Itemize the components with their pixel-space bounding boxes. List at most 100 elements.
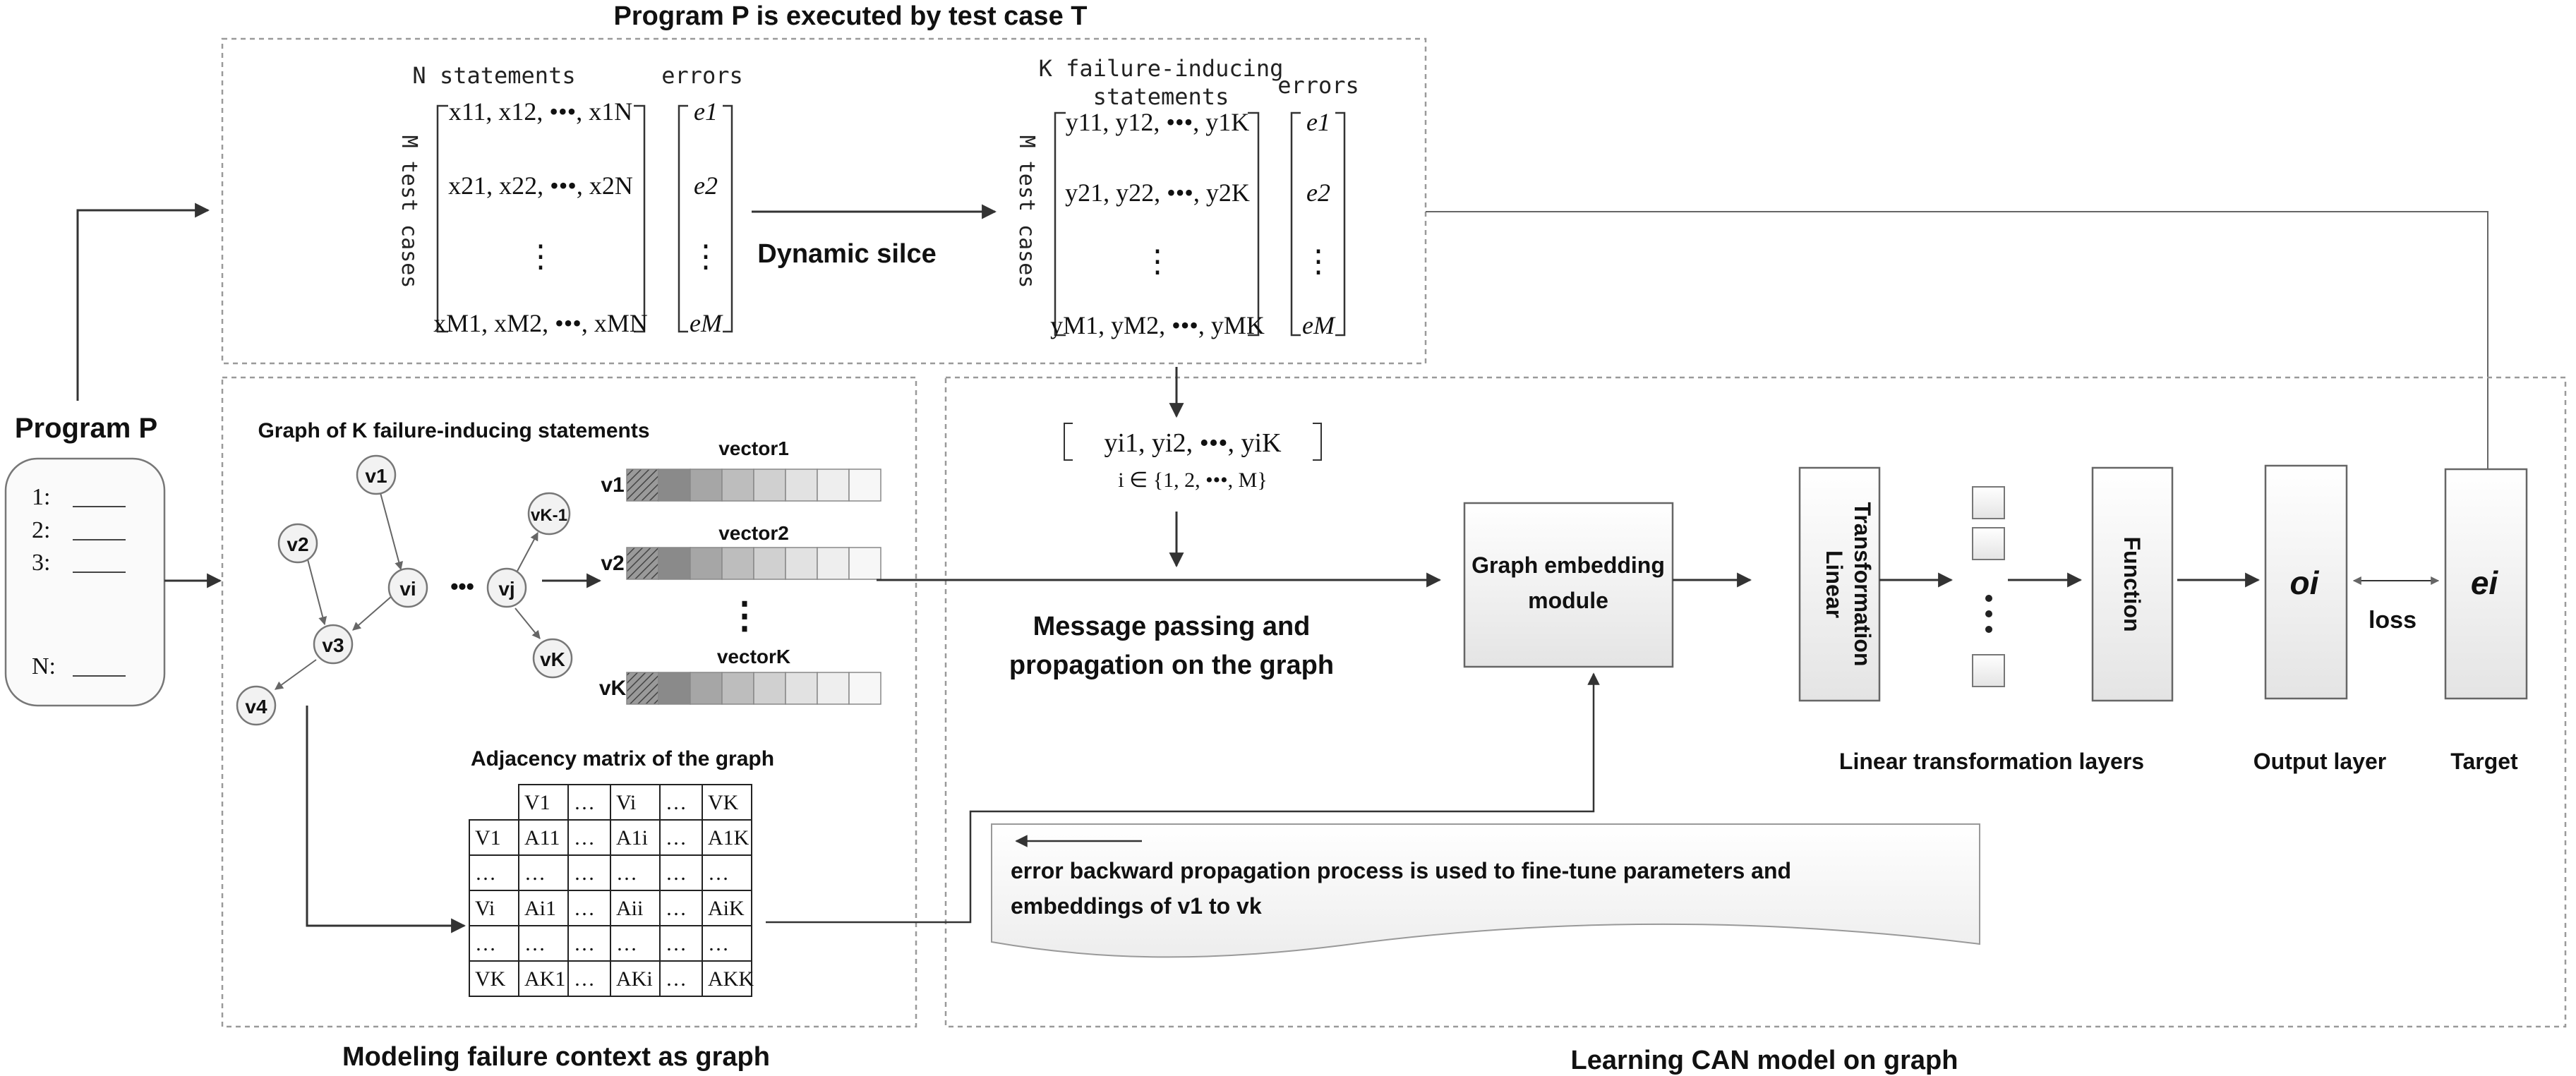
graph-to-adjacency-arrow [306, 706, 467, 933]
target-label: Target [2450, 749, 2518, 774]
vector1-bar-cell [785, 469, 818, 502]
loss-label: loss [2369, 607, 2416, 634]
vectork-bar-cell [785, 672, 818, 705]
matrix2-right-bracket [1248, 111, 1260, 337]
backprop-line1: error backward propagation process is us… [1011, 858, 1791, 883]
vectork-bar-cell [753, 672, 786, 705]
node-v4-label: v4 [245, 696, 267, 718]
linear-transformation-line2: Transformation [1850, 502, 1875, 667]
adjacency-cell [659, 819, 703, 856]
output-box [2264, 464, 2348, 700]
node-v1-label: v1 [365, 465, 387, 487]
vectork-bar-cell [626, 672, 659, 705]
adjacency-cell-text: … [666, 932, 687, 955]
vector2-bar-cell [817, 547, 850, 580]
errors2-right-bracket [1335, 111, 1346, 337]
matrix2-row-1: y11, y12, •••, y1K [1066, 108, 1249, 136]
adjacency-cell-text: … [708, 862, 729, 885]
dynamic-slice-label: Dynamic silce [757, 239, 936, 269]
adjacency-cell-text: VK [475, 967, 506, 991]
edge-vj-vk [514, 607, 541, 639]
node-v2 [277, 523, 318, 564]
vector2-bar-cell [690, 547, 723, 580]
vectork-bar-cell [817, 672, 850, 705]
program-title: Program P [15, 413, 157, 444]
adjacency-cell [659, 854, 703, 891]
edge-v2-v3 [307, 559, 327, 626]
top-dashed-box [221, 37, 1427, 365]
matrix1-row-1: x11, x12, •••, x1N [449, 97, 632, 126]
errors2-e2: e2 [1306, 179, 1330, 207]
adjacency-cell-text: … [574, 862, 595, 885]
adjacency-cell [659, 784, 703, 821]
vectork-label: vK [599, 677, 627, 700]
edge-v3-v4 [275, 659, 317, 690]
vector1-bar-cell [658, 469, 691, 502]
adjacency-cell-text: A1K [708, 826, 750, 850]
vectork-bar-cell [690, 672, 723, 705]
adjacency-cell-text: … [574, 826, 595, 850]
adjacency-cell [567, 854, 611, 891]
adjacency-cell-text: V1 [475, 826, 501, 850]
left-section-title: Modeling failure context as graph [342, 1042, 770, 1072]
target-symbol: ei [2471, 564, 2499, 601]
adjacency-cell [702, 784, 752, 821]
adjacency-cell [469, 960, 519, 997]
adjacency-cell-text: … [708, 932, 729, 955]
matrix1-right-bracket [634, 104, 646, 333]
hidden-dot-1 [1985, 595, 1992, 602]
adjacency-cell-text: … [574, 791, 595, 814]
node-vk-label: vK [540, 648, 565, 670]
matrix1-errors-label: errors [661, 62, 743, 89]
adjacency-cell [610, 960, 661, 997]
node-vj [486, 567, 527, 608]
node-vk1 [527, 492, 571, 536]
matrix2-col-label-2: statements [1093, 83, 1229, 110]
graph-title: Graph of K failure-inducing statements [258, 419, 649, 442]
adjacency-cell-text: AKK [708, 967, 754, 991]
hidden-unit-1 [1972, 486, 2005, 519]
node-v3 [313, 624, 354, 665]
matrix1-left-bracket [436, 104, 448, 333]
adjacency-cell-text: Vi [475, 897, 495, 920]
adjacency-cell [702, 854, 752, 891]
adjacency-cell-text: … [666, 791, 687, 814]
vector1-bar-cell [848, 469, 881, 502]
node-vi [387, 567, 428, 608]
adjacency-cell [659, 960, 703, 997]
adjacency-cell [659, 890, 703, 926]
vector1-bar-cell [817, 469, 850, 502]
hidden-unit-2 [1972, 527, 2005, 560]
adjacency-cell-text: … [574, 897, 595, 920]
top-title: Program P is executed by test case T [614, 1, 1088, 31]
graph-embedding-box [1463, 502, 1674, 668]
matrix1-col-label: N statements [412, 62, 575, 89]
errors1-em: eM [690, 309, 723, 337]
adjacency-cell [469, 819, 519, 856]
adjacency-cell [518, 819, 569, 856]
adjacency-cell-text: Aii [616, 897, 643, 920]
node-v2-label: v2 [287, 533, 308, 555]
right-section-title: Learning CAN model on graph [1571, 1046, 1958, 1075]
matrix2-errors-label: errors [1277, 72, 1359, 99]
vectork-bar [626, 672, 881, 705]
vector2-bar-cell [721, 547, 754, 580]
adjacency-title: Adjacency matrix of the graph [471, 747, 774, 770]
adjacency-cell-text: … [616, 862, 637, 885]
backprop-line2: embeddings of v1 to vk [1011, 893, 1262, 919]
program-box [4, 457, 166, 707]
adjacency-cell [610, 854, 661, 891]
output-symbol: oi [2290, 564, 2320, 601]
vector1-bar [626, 469, 881, 502]
adjacency-cell [518, 784, 569, 821]
adjacency-cell-text: … [616, 932, 637, 955]
program-line-2: 2: [32, 517, 50, 543]
input-vector-line1: yi1, yi2, •••, yiK [1104, 428, 1282, 458]
errors2-e1: e1 [1306, 108, 1330, 136]
matrix2-row-label: M test cases [1014, 135, 1039, 289]
vector2-title: vector2 [718, 522, 789, 544]
vector2-bar-cell [785, 547, 818, 580]
node-v1 [356, 454, 397, 495]
errors1-dots: ⋮ [690, 239, 721, 274]
